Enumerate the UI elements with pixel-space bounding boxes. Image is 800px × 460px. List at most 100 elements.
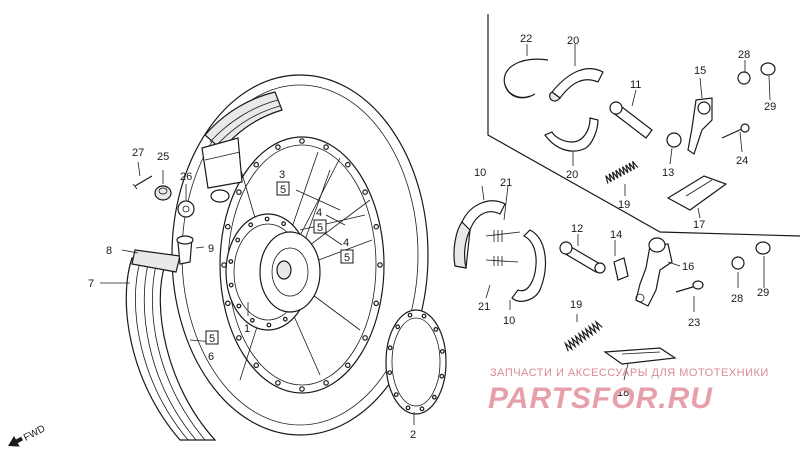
hole (377, 262, 383, 268)
hole (253, 161, 260, 168)
hole (405, 405, 411, 411)
hole (323, 380, 329, 386)
hole (282, 316, 288, 322)
label-3: 3 (279, 169, 285, 181)
cam-part-11 (609, 101, 653, 139)
hole (253, 362, 260, 369)
pin-part-27 (132, 175, 153, 190)
hole (431, 394, 437, 400)
bolt-part-23 (675, 280, 704, 293)
brake-shoe-part-20-lower (544, 117, 599, 152)
hole (344, 362, 351, 369)
hole (373, 300, 380, 307)
hole (249, 317, 255, 323)
label-29a: 29 (764, 101, 776, 113)
valve-part-9 (176, 235, 194, 265)
hole (275, 144, 281, 150)
label-28b: 28 (731, 293, 743, 305)
watermark: ЗАПЧАСТИ И АКСЕССУАРЫ ДЛЯ МОТОТЕХНИКИ PA… (488, 367, 768, 415)
plate-part-18 (603, 347, 677, 365)
label-5b: 5 (317, 222, 323, 234)
hole (439, 373, 445, 379)
hole (433, 327, 439, 332)
label-9: 9 (208, 243, 214, 255)
hole (419, 406, 425, 412)
watermark-brand: PARTSFOR.RU (488, 382, 713, 415)
hole (228, 282, 234, 288)
label-4a: 4 (316, 207, 322, 219)
nut-part-25 (154, 185, 172, 201)
cap-part-29-upper (760, 62, 776, 76)
label-8: 8 (106, 245, 112, 257)
label-11: 11 (630, 79, 641, 91)
hole (387, 370, 393, 376)
label-16: 16 (682, 261, 694, 273)
hole (225, 223, 231, 230)
label-10b: 10 (503, 315, 515, 327)
spring-ring-part-22 (503, 58, 549, 99)
hub-axle (276, 260, 292, 280)
label-14: 14 (610, 229, 622, 241)
hole (236, 189, 242, 195)
hole (407, 312, 413, 318)
hole (439, 349, 445, 354)
hole (266, 322, 272, 328)
hole (275, 380, 281, 386)
label-10a: 10 (474, 167, 486, 179)
label-27: 27 (132, 147, 144, 159)
fwd-arrow: FWD (8, 423, 47, 447)
cap-part-28-upper (737, 71, 751, 85)
label-21a: 21 (500, 177, 512, 189)
label-29b: 29 (757, 287, 769, 299)
label-17: 17 (693, 219, 705, 231)
label-7: 7 (88, 278, 94, 290)
hole (299, 386, 305, 392)
hole (362, 189, 368, 195)
hole (373, 223, 380, 230)
hole (236, 335, 242, 341)
label-1: 1 (244, 323, 250, 335)
label-5c: 5 (344, 252, 350, 264)
hole (299, 138, 305, 144)
hole (281, 221, 287, 227)
hole (393, 392, 399, 398)
label-4b: 4 (343, 237, 349, 249)
label-23: 23 (688, 317, 700, 329)
label-25: 25 (157, 151, 169, 163)
inset-bracket (487, 14, 800, 237)
label-12: 12 (571, 223, 583, 235)
hole (248, 222, 254, 228)
rim-spoke-holes (221, 138, 383, 392)
hole (221, 262, 227, 268)
hole (235, 237, 241, 243)
hole (228, 259, 234, 264)
spring-part-19-lower (564, 319, 603, 352)
hole (387, 345, 393, 351)
brake-shoes-part-10 (453, 200, 547, 302)
plate-part-17 (666, 175, 728, 211)
label-5d: 5 (209, 333, 215, 345)
hole (395, 324, 401, 330)
brake-shoe-part-20-upper (549, 68, 604, 102)
cap-part-29-lower (755, 241, 771, 255)
label-5a: 5 (280, 184, 286, 196)
label-24: 24 (736, 155, 748, 167)
brake-plate-part-2 (385, 309, 447, 415)
indicator-part-14 (613, 257, 629, 281)
hole (225, 300, 231, 307)
spring-part-19-upper (605, 161, 639, 184)
hole (323, 144, 329, 150)
hole (344, 161, 351, 168)
spring-coil (605, 161, 639, 184)
label-19b: 19 (570, 299, 582, 311)
cam-part-12 (559, 241, 606, 274)
label-2: 2 (410, 429, 416, 441)
leader-lines (100, 44, 771, 425)
washer-part-26 (177, 200, 195, 218)
front-wheel (171, 74, 429, 436)
cap-part-28-lower (731, 256, 745, 270)
hole (236, 303, 242, 309)
part-13 (666, 132, 682, 148)
label-19a: 19 (618, 199, 630, 211)
label-28a: 28 (738, 49, 750, 61)
